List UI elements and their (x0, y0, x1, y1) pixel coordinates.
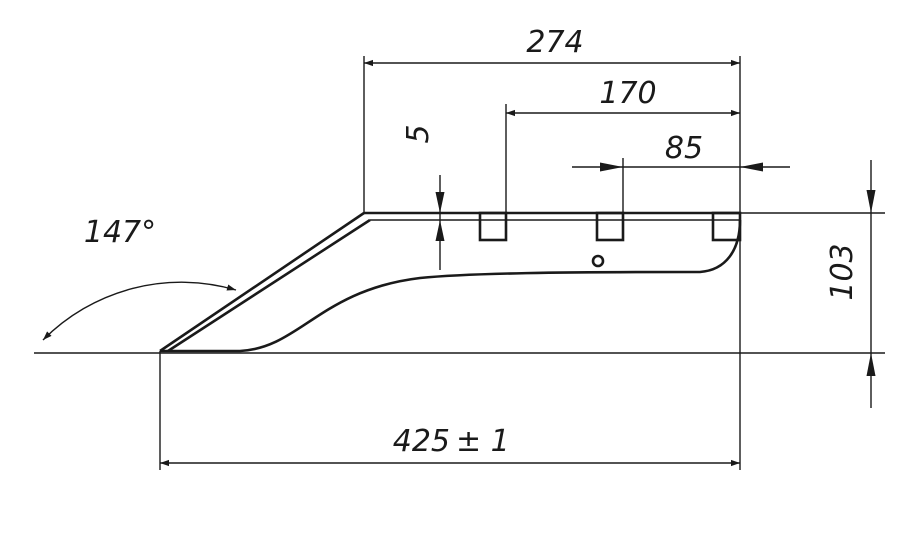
lower-profile-curve (160, 219, 742, 353)
dim-85-label: 85 (665, 131, 703, 166)
dimension-170: 170 (506, 76, 740, 117)
lug-2 (595, 211, 625, 242)
dimension-103: 103 (825, 160, 876, 408)
dim-170-label: 170 (599, 76, 656, 111)
mounting-hole (591, 254, 605, 268)
dimension-5: 5 (401, 124, 445, 270)
dim-103-label: 103 (825, 243, 860, 300)
blade-inner-edge (167, 218, 371, 353)
part-outline (159, 211, 742, 353)
dim-274-label: 274 (526, 25, 583, 60)
dim-425-tolerance: ± 1 (456, 424, 510, 459)
dimension-85: 85 (572, 131, 790, 172)
lug-1 (478, 211, 508, 242)
dimension-425: 425 ± 1 (160, 424, 740, 467)
dim-angle-label: 147° (84, 215, 156, 250)
dimension-274: 274 (364, 25, 740, 67)
lug-3 (711, 211, 742, 242)
dim-425-label: 425 (393, 424, 450, 459)
dim-5-label: 5 (401, 124, 436, 143)
extension-lines (34, 56, 885, 470)
dimension-angle-147: 147° (42, 215, 237, 341)
